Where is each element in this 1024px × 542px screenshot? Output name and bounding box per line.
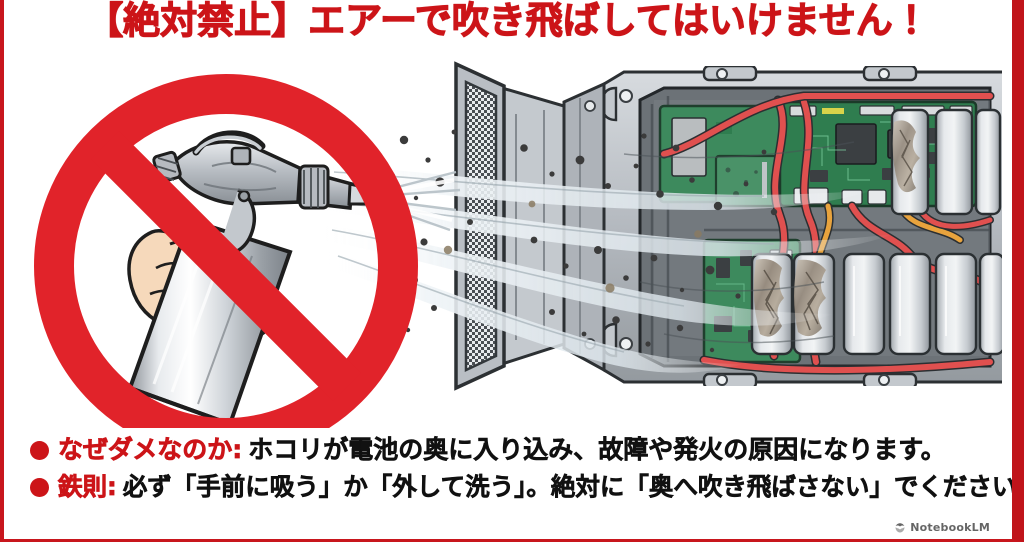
bullet-dot-icon: [30, 441, 49, 460]
page-title: 【絶対禁止】エアーで吹き飛ばしてはいけません！: [86, 0, 931, 43]
battery-cells-top: [890, 108, 1002, 216]
bullet-row-reason: なぜダメなのか: ホコリが電池の奥に入り込み、故障や発火の原因になります。: [30, 434, 1010, 466]
watermark: NotebookLM: [894, 521, 990, 534]
bullet-text-rule: 必ず「手前に吸う」か「外して洗う」。絶対に「奥へ吹き飛ばさない」でください。: [122, 472, 1024, 502]
dust-particles: [387, 129, 778, 353]
battery-cells-bottom: [750, 252, 1002, 356]
bullet-label-rule: 鉄則:: [58, 472, 118, 502]
bullet-list: なぜダメなのか: ホコリが電池の奥に入り込み、故障や発火の原因になります。 鉄則…: [30, 434, 1012, 508]
cell-dust-crust: [892, 120, 920, 193]
illustration: [4, 44, 1012, 428]
bullet-row-rule: 鉄則: 必ず「手前に吸う」か「外して洗う」。絶対に「奥へ吹き飛ばさない」でくださ…: [30, 471, 1012, 503]
notebooklm-icon: [895, 522, 905, 532]
title-bar: 【絶対禁止】エアーで吹き飛ばしてはいけません！: [4, 0, 1012, 44]
illustration-svg: [34, 61, 1002, 428]
watermark-label: NotebookLM: [910, 521, 990, 534]
case-bolts: [619, 68, 890, 386]
bullet-label-reason: なぜダメなのか:: [58, 435, 243, 465]
no-compressed-air-sign: [34, 74, 418, 428]
nozzle-collar: [298, 164, 330, 210]
bullet-text-reason: ホコリが電池の奥に入り込み、故障や発火の原因になります。: [248, 435, 946, 465]
bullet-dot-icon: [30, 478, 49, 497]
